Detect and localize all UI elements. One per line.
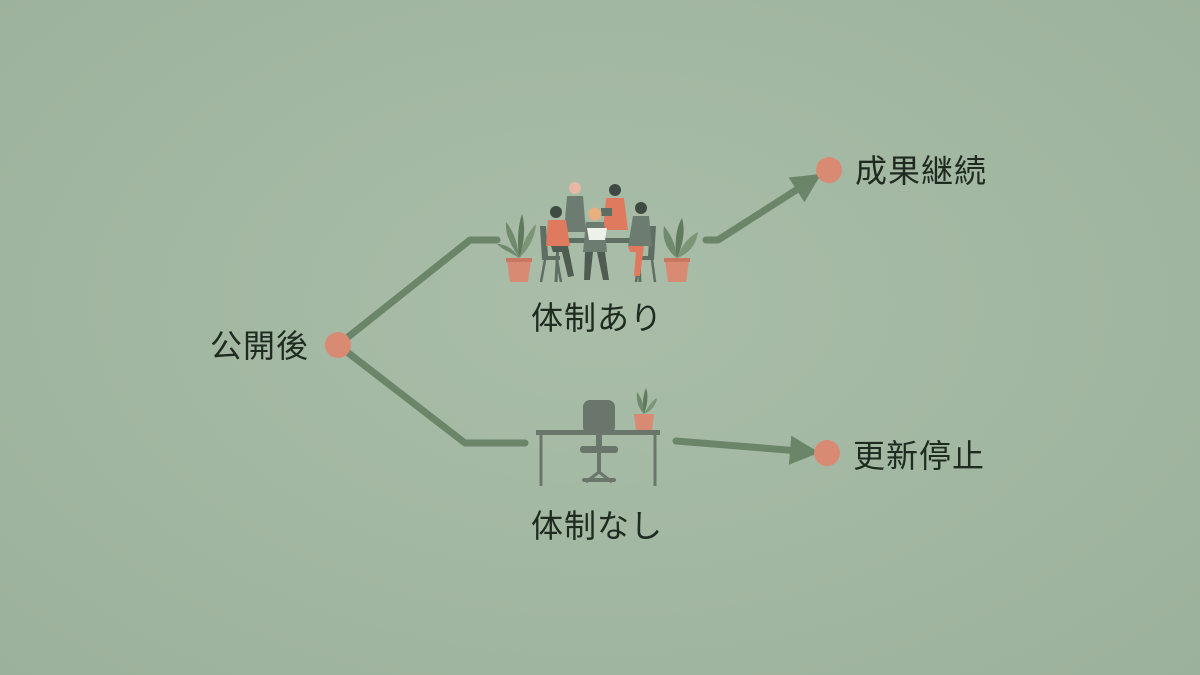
with-team-label: 体制あり [531, 299, 664, 337]
continue-outcome-label: 成果継続 [855, 152, 988, 190]
start-label: 公開後 [210, 327, 310, 365]
lower-outcome-arrow [672, 435, 820, 465]
plant-icon [663, 218, 698, 282]
lower-branch-path [334, 341, 529, 447]
stop-node [814, 440, 840, 466]
empty-desk-icon [536, 388, 660, 486]
upper-outcome-arrow [702, 174, 822, 244]
upper-branch-path [334, 236, 501, 349]
stop-outcome-label: 更新停止 [853, 437, 986, 475]
continue-node [816, 157, 842, 183]
plant-icon [634, 388, 657, 430]
without-team-label: 体制なし [531, 507, 664, 545]
team-meeting-icon [497, 182, 698, 283]
start-node [325, 332, 351, 358]
plant-icon [497, 214, 536, 282]
